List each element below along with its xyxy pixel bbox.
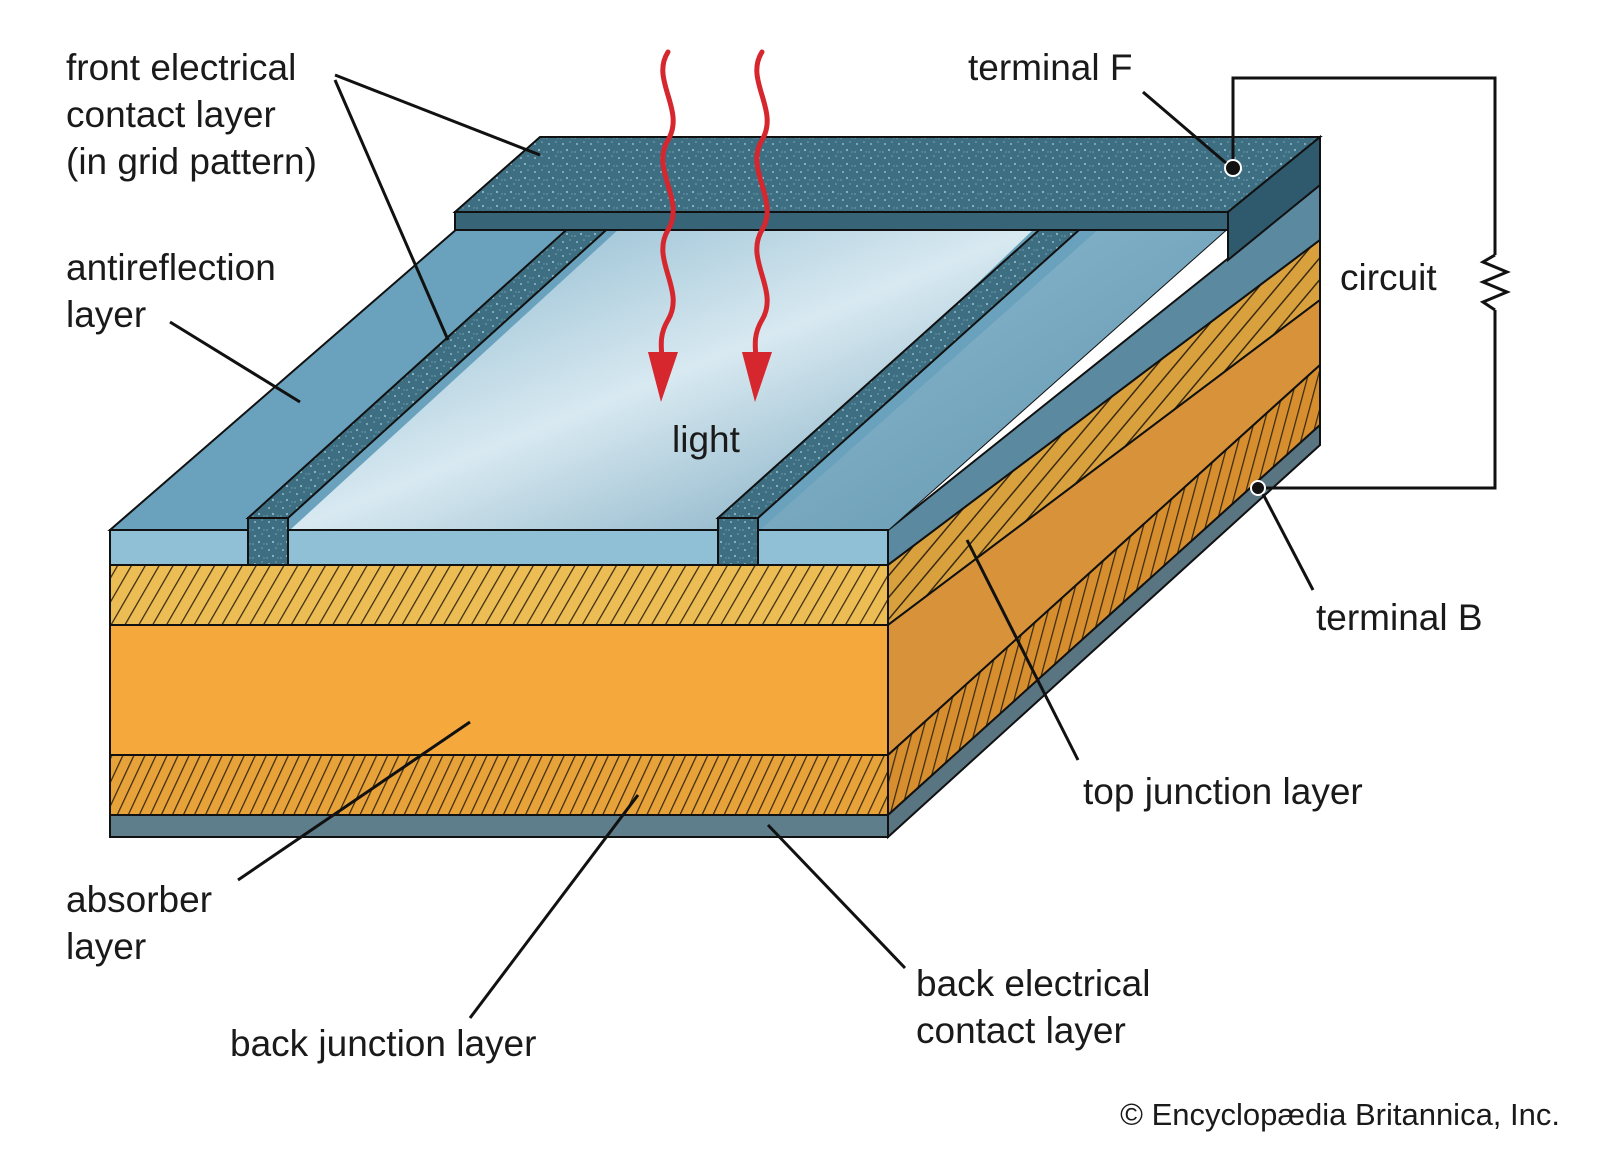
side-face [887, 182, 1321, 840]
front-back-junction [109, 754, 889, 816]
label-back-junction: back junction layer [230, 1023, 537, 1064]
finger-front-left [247, 517, 289, 566]
label-back-contact-line2: contact layer [916, 1010, 1126, 1051]
leader-front-contact-b [333, 79, 450, 341]
arrow-head-left [648, 352, 678, 402]
label-front-contact-line3: (in grid pattern) [66, 141, 317, 182]
front-top-junction [109, 564, 889, 626]
leader-absorber [237, 720, 471, 882]
label-top-junction: top junction layer [1083, 771, 1363, 812]
front-absorber [109, 624, 889, 756]
label-circuit: circuit [1340, 257, 1437, 298]
front-antireflection [109, 529, 889, 566]
label-absorber-line1: absorber [66, 879, 213, 920]
finger-front-right [717, 517, 759, 566]
leader-back-junction [468, 794, 640, 1019]
leader-back-contact [766, 823, 907, 970]
arrow-head-right [742, 352, 772, 402]
cell-surface-right [760, 228, 1228, 530]
label-absorber-line2: layer [66, 926, 147, 967]
label-front-contact-line2: contact layer [66, 94, 276, 135]
label-front-contact-line1: front electrical [66, 47, 297, 88]
leader-terminal-b [1261, 493, 1315, 591]
label-terminal-f: terminal F [968, 47, 1133, 88]
label-back-contact-line1: back electrical [916, 963, 1151, 1004]
wavy-arrow-icon [658, 49, 770, 373]
bus-bar-front [454, 211, 1229, 231]
leader-front-contact-a [334, 73, 541, 157]
label-antireflection-line1: antireflection [66, 247, 276, 288]
label-front-contact: front electrical contact layer (in grid … [66, 44, 317, 185]
label-antireflection: antireflection layer [66, 244, 276, 338]
resistor-icon [1479, 253, 1511, 312]
front-back-contact [109, 814, 889, 838]
leader-top-junction [965, 539, 1080, 761]
label-back-contact: back electrical contact layer [916, 960, 1150, 1054]
terminal-f-dot [1224, 159, 1242, 177]
leader-terminal-f [1142, 90, 1227, 165]
front-face [109, 517, 889, 838]
bus-bar-top [452, 136, 1323, 213]
circuit-wire [1224, 76, 1511, 496]
label-terminal-b: terminal B [1316, 597, 1483, 638]
leader-lines [169, 73, 1315, 1019]
label-antireflection-line2: layer [66, 294, 147, 335]
copyright-notice: © Encyclopædia Britannica, Inc. [1120, 1097, 1560, 1132]
label-absorber: absorber layer [66, 876, 212, 970]
leader-antireflection [169, 320, 301, 404]
terminal-b-dot [1250, 480, 1266, 496]
bus-bar-side [1227, 134, 1321, 263]
label-light: light [672, 419, 740, 460]
